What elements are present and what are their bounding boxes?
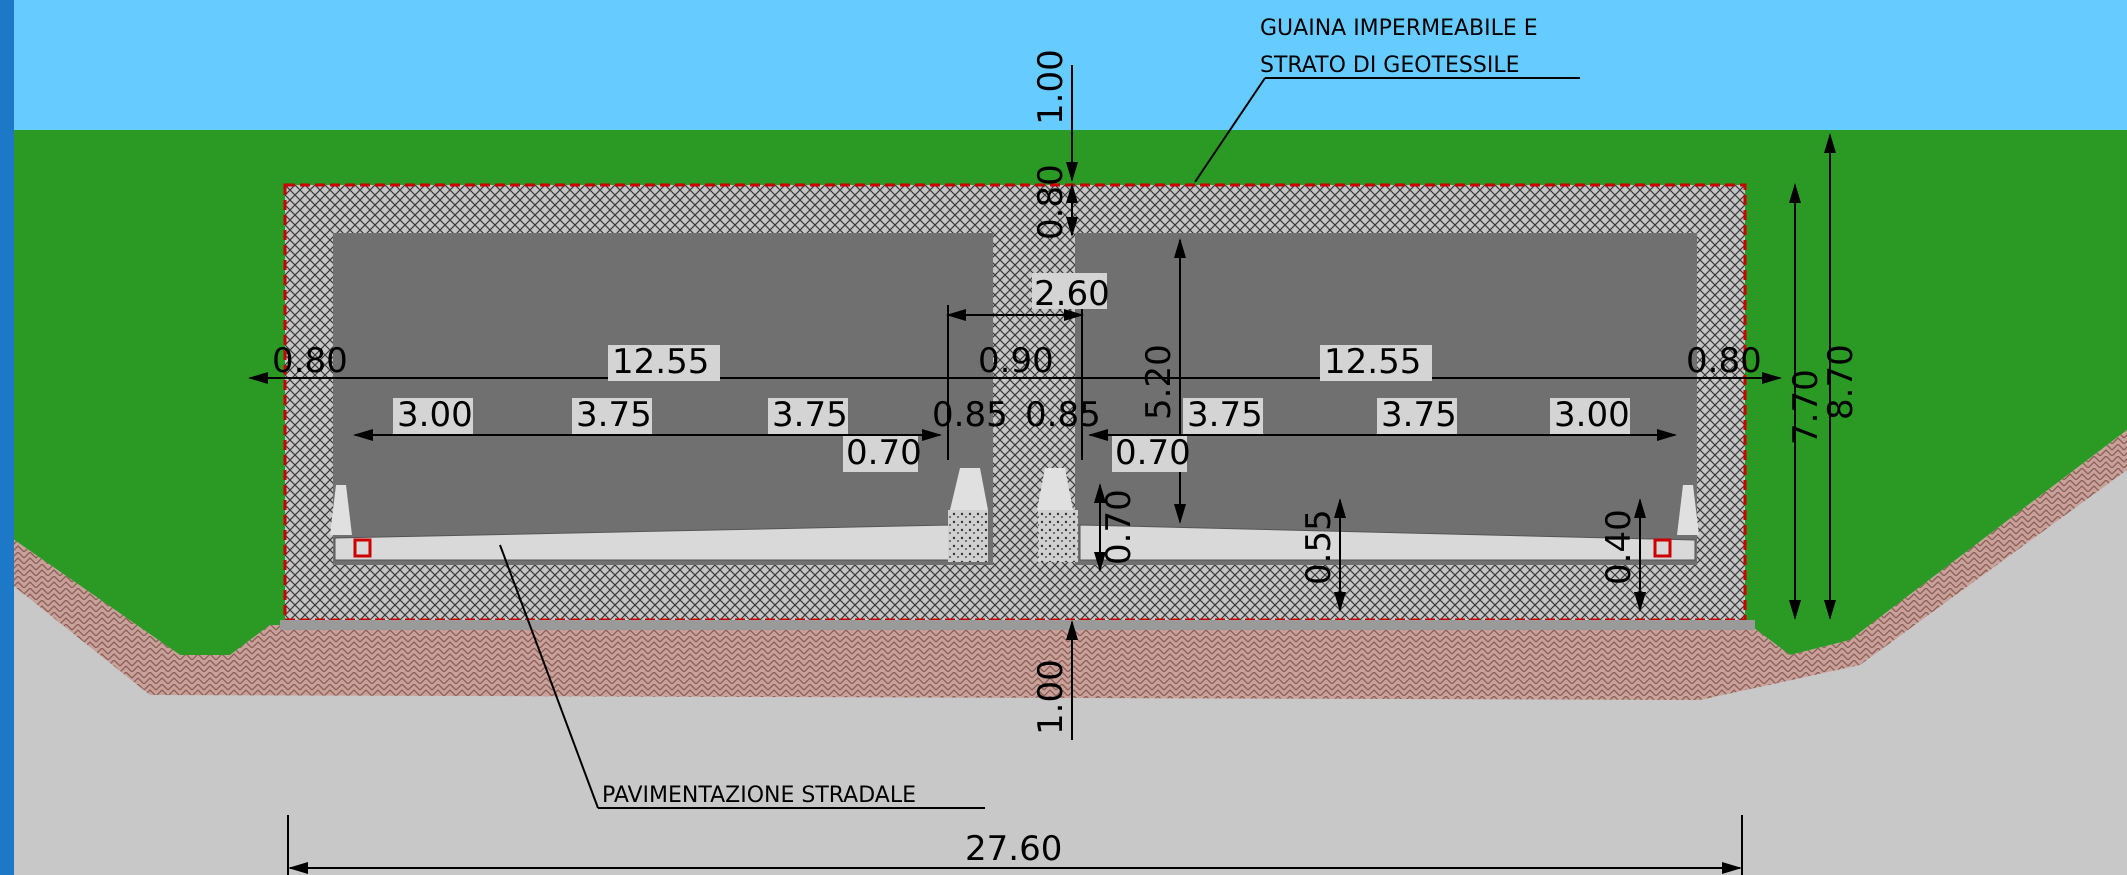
dim-right-wall: 0.80 [1686, 341, 1762, 381]
dim-curb-height: 0.70 [1099, 489, 1139, 565]
pavement-leader [499, 544, 599, 809]
right-pavement [1079, 524, 1696, 561]
left-median-barrier [950, 468, 988, 510]
sky [0, 0, 2127, 135]
label-box-left-span [608, 345, 720, 381]
membrane-note-line1: GUAINA IMPERMEABILE E [1260, 16, 1538, 41]
label-box-lane-r3 [1550, 398, 1630, 434]
dim-cover-top: 1.00 [1031, 49, 1071, 125]
dim-lane-right-1: 3.75 [1187, 395, 1263, 435]
left-barrier [330, 485, 352, 535]
dim-shoulder-left: 0.85 [932, 395, 1008, 435]
dim-left-wall: 0.80 [272, 341, 348, 381]
label-box-median [1032, 273, 1107, 309]
dim-pavement-thickness: 0.55 [1299, 509, 1339, 585]
dim-cover-bottom: 1.00 [1031, 659, 1071, 735]
pavement-note: PAVIMENTAZIONE STRADALE [602, 783, 916, 808]
right-curb-gravel [1038, 510, 1078, 562]
dim-lane-left-2: 3.75 [576, 395, 652, 435]
dim-barrier-left: 0.70 [846, 433, 922, 473]
base-slab [280, 620, 1755, 630]
dim-lane-right-2: 3.75 [1381, 395, 1457, 435]
dim-total-width: 27.60 [965, 829, 1062, 869]
dim-left-span: 12.55 [612, 342, 709, 382]
dim-roof-thickness: 0.80 [1031, 164, 1071, 240]
left-curb-gravel [948, 510, 988, 562]
right-barrier [1677, 485, 1699, 535]
membrane-note-line2: STRATO DI GEOTESSILE [1260, 53, 1520, 78]
label-box-lane-l1 [393, 398, 473, 434]
label-box-barrier-l [843, 436, 918, 472]
dim-barrier-right: 0.70 [1115, 433, 1191, 473]
right-drain [1653, 538, 1672, 558]
left-drain [353, 538, 372, 558]
dim-lane-right-3: 3.00 [1554, 395, 1630, 435]
right-median-barrier [1037, 468, 1073, 510]
dim-inner-height: 5.20 [1139, 344, 1179, 420]
dim-middle-wall: 0.90 [978, 341, 1054, 381]
label-box-right-span [1320, 345, 1432, 381]
dim-inner-total-height: 7.70 [1786, 369, 1826, 445]
label-box-barrier-r [1112, 436, 1187, 472]
dim-lane-left-3: 3.75 [772, 395, 848, 435]
dim-outer-height: 8.70 [1821, 344, 1861, 420]
label-box-lane-l2 [572, 398, 652, 434]
label-box-lane-r2 [1377, 398, 1457, 434]
membrane-leader [1194, 77, 1266, 183]
dim-lane-left-1: 3.00 [397, 395, 473, 435]
label-box-lane-r1 [1183, 398, 1263, 434]
label-box-lane-l3 [768, 398, 848, 434]
window-frame-left [0, 0, 14, 875]
dim-right-span: 12.55 [1324, 342, 1421, 382]
dim-median-width: 2.60 [1034, 274, 1110, 314]
dim-slab-right: 0.40 [1599, 509, 1639, 585]
dim-shoulder-right: 0.85 [1025, 395, 1101, 435]
